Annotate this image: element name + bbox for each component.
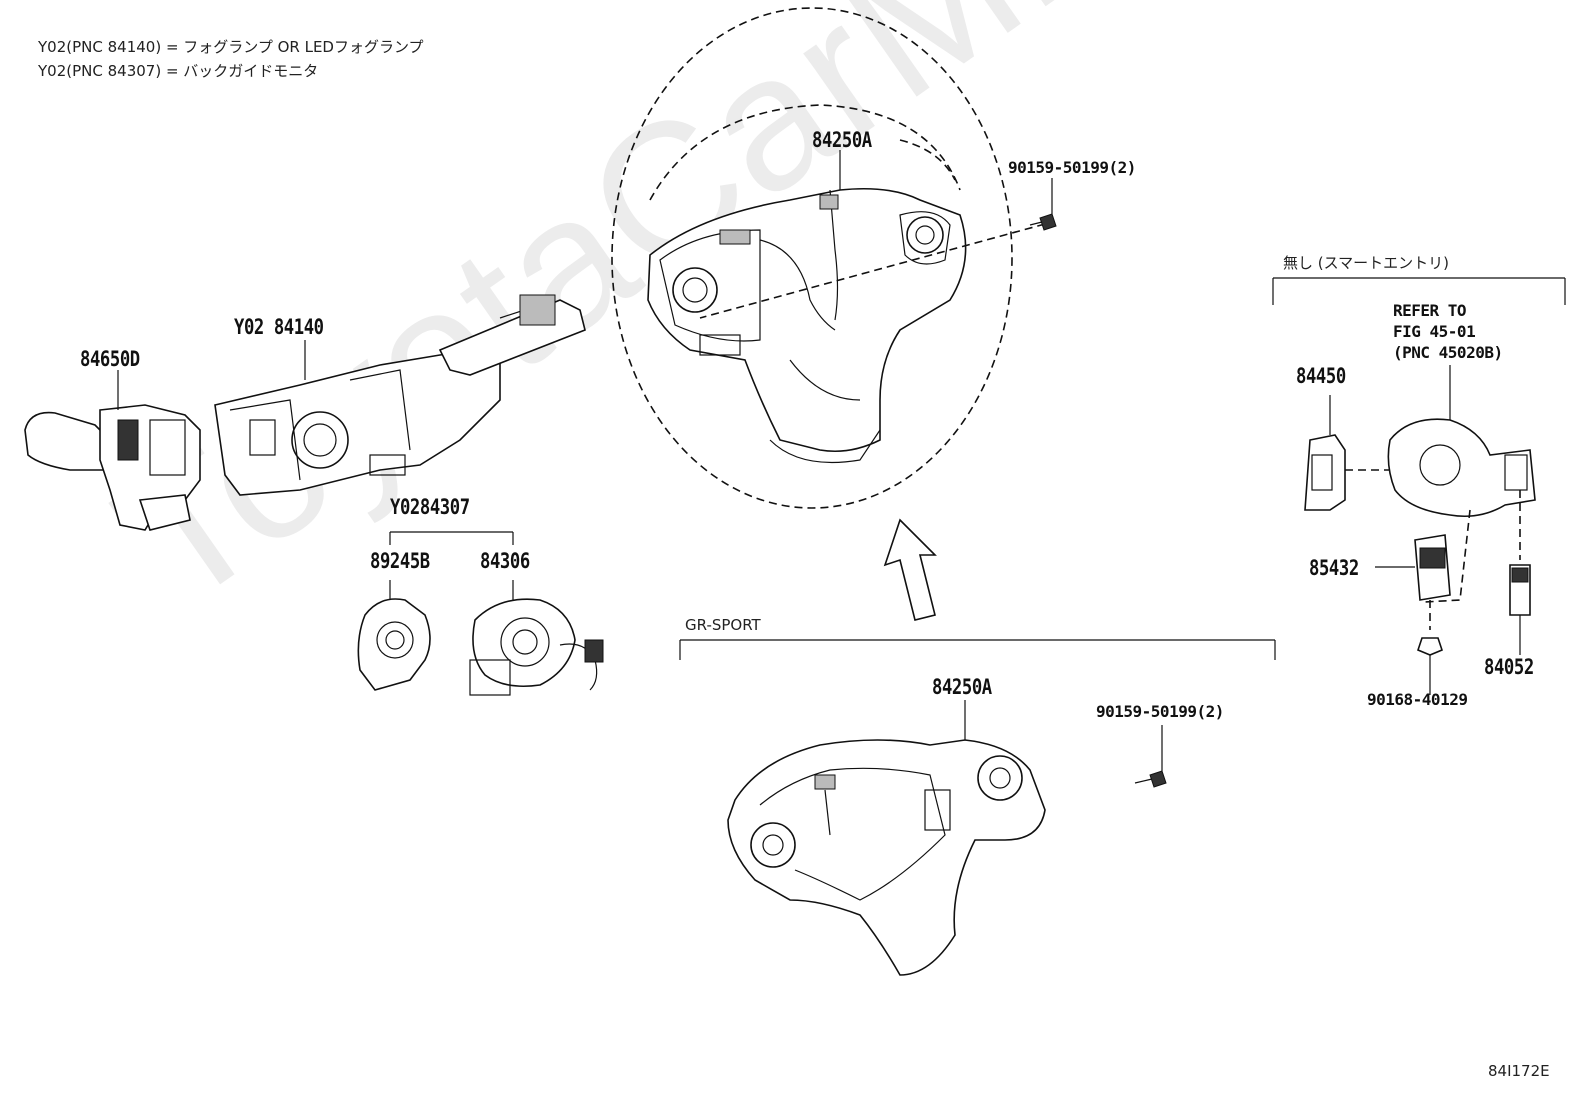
part-label-y0284307[interactable]: Y0284307 [390,495,470,519]
part-label-84250a-top[interactable]: 84250A [812,128,872,152]
part-label-bolt-bottom[interactable]: 90159-50199(2) [1096,702,1224,721]
combination-switch-illustration [24,294,586,531]
refer-line-2: FIG 45-01 [1393,322,1476,341]
section-label-smart-entry: 無し (スマートエントリ) [1283,254,1450,272]
note-line-1: Y02(PNC 84140) = フォグランプ OR LEDフォグランプ [38,38,424,56]
figure-id: 84I172E [1488,1062,1550,1080]
direction-arrow [883,518,937,621]
part-label-85432[interactable]: 85432 [1309,556,1359,580]
section-label-gr-sport: GR-SPORT [685,616,761,634]
refer-line-3: (PNC 45020B) [1393,343,1503,362]
part-label-84250a-bottom[interactable]: 84250A [932,675,992,699]
gr-sport-steering-pad [727,700,1167,976]
part-label-nut[interactable]: 90168-40129 [1367,690,1468,709]
part-label-84052[interactable]: 84052 [1484,655,1534,679]
part-label-84650d[interactable]: 84650D [80,347,140,371]
smart-entry-group [1272,277,1566,695]
refer-line-1: REFER TO [1393,301,1467,320]
part-label-y02-84140[interactable]: Y02 84140 [234,315,324,339]
spiral-cable-group [357,531,604,696]
part-label-89245b[interactable]: 89245B [370,549,430,573]
part-label-84306[interactable]: 84306 [480,549,530,573]
steering-wheel-illustration [611,7,1057,509]
gr-sport-bracket [679,639,1276,660]
part-label-84450[interactable]: 84450 [1296,364,1346,388]
part-label-bolt-top[interactable]: 90159-50199(2) [1008,158,1136,177]
note-line-2: Y02(PNC 84307) = バックガイドモニタ [38,62,319,80]
